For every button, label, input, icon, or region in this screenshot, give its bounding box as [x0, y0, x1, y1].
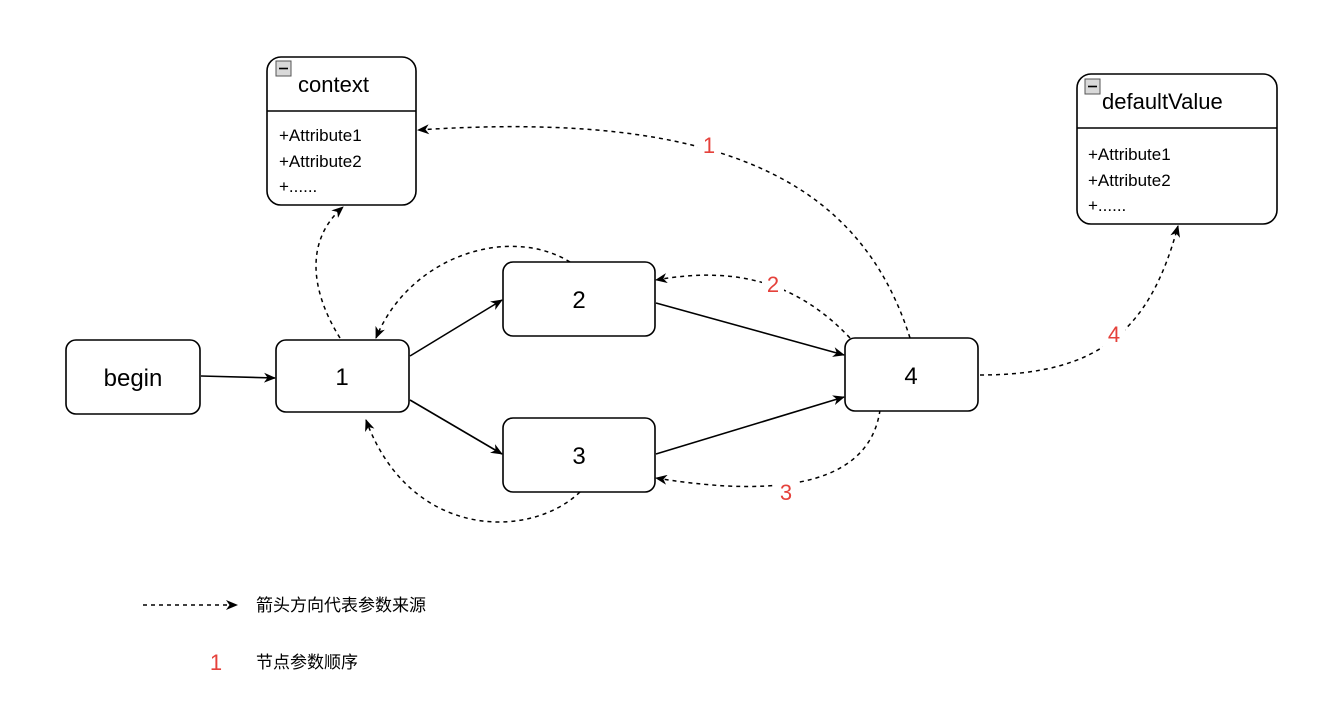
defaultvalue-attribute: +Attribute1: [1088, 145, 1171, 164]
dashed-2-to-1: [375, 245, 571, 339]
edge-1-to-2: [409, 299, 503, 357]
node-2[interactable]: 2: [502, 261, 656, 337]
defaultvalue-class-box[interactable]: defaultValue +Attribute1 +Attribute2 +..…: [1076, 73, 1278, 225]
dashed-4-to-context: [417, 124, 911, 339]
edge-1-to-3: [409, 399, 503, 455]
legend-arrow-text: 箭头方向代表参数来源: [256, 596, 426, 616]
node-2-label: 2: [572, 287, 585, 314]
defaultvalue-class-title: defaultValue: [1102, 89, 1223, 114]
dashed-4-to-defaultvalue: [979, 225, 1180, 376]
dashed-4-to-2: [655, 273, 851, 339]
context-attribute: +Attribute1: [279, 126, 362, 145]
dashed-3-to-1: [365, 419, 581, 523]
edge-begin-to-1: [200, 372, 276, 383]
node-1-label: 1: [335, 364, 348, 391]
defaultvalue-attribute: +......: [1088, 196, 1126, 215]
node-3[interactable]: 3: [502, 417, 656, 493]
context-class-title: context: [298, 72, 369, 97]
legend: 箭头方向代表参数来源 1 节点参数顺序: [143, 596, 426, 675]
context-attribute: +......: [279, 177, 317, 196]
node-3-label: 3: [572, 443, 585, 470]
dashed-4-to-3: [655, 409, 881, 488]
legend-number-text: 节点参数顺序: [256, 653, 358, 673]
defaultvalue-attribute: +Attribute2: [1088, 171, 1171, 190]
node-begin-label: begin: [104, 365, 163, 392]
collapse-icon[interactable]: [1084, 78, 1101, 95]
context-class-box[interactable]: context +Attribute1 +Attribute2 +......: [266, 56, 417, 206]
order-label-2: 2: [767, 272, 779, 297]
dashed-1-to-context: [315, 206, 344, 339]
collapse-icon[interactable]: [275, 60, 292, 77]
edge-3-to-4: [655, 395, 845, 455]
order-label-3: 3: [780, 480, 792, 505]
order-label-1: 1: [703, 133, 715, 158]
node-4-label: 4: [904, 363, 917, 390]
node-begin[interactable]: begin: [65, 339, 201, 415]
legend-number-sample: 1: [210, 650, 222, 675]
node-4[interactable]: 4: [844, 337, 979, 412]
node-1[interactable]: 1: [275, 339, 410, 413]
edge-2-to-4: [655, 302, 845, 357]
order-label-4: 4: [1108, 322, 1120, 347]
context-attribute: +Attribute2: [279, 152, 362, 171]
